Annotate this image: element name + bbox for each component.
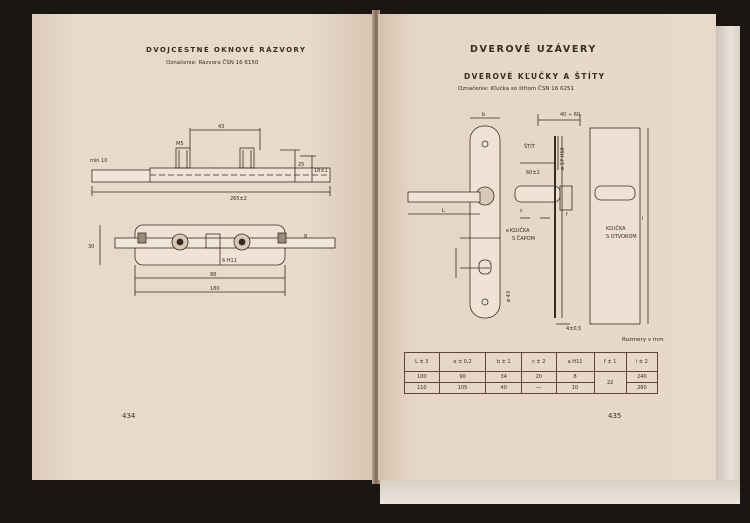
label-klucka-otvorom-2: S OTVOROM	[606, 234, 637, 240]
dim-18: 18±1	[314, 168, 328, 174]
left-page-title: DVOJCESTNÉ OKNOVÉ RÁZVORY	[146, 46, 307, 54]
label-klucka-capom-2: S ČAPOM	[512, 235, 535, 242]
table-cell: 10	[555, 382, 595, 394]
table-cell: —	[520, 382, 557, 394]
dim-43: 43	[218, 124, 224, 130]
right-page-title: DVEROVÉ UZÁVERY	[470, 44, 597, 55]
dim-6h11: 6 H11	[222, 258, 237, 264]
table-cell: 280	[625, 382, 659, 394]
table-cell: 8	[555, 371, 595, 383]
table-cell: 110	[404, 382, 440, 394]
table-cell: 40	[485, 382, 522, 394]
dim-c: c	[520, 208, 523, 214]
label-stit: ŠTÍT	[524, 143, 536, 150]
right-page-designation: Označenie: Kľučka so štítom ČSN 16 6251	[458, 86, 574, 92]
table-header: i ± 2	[625, 352, 659, 372]
right-page	[378, 14, 716, 480]
dim-30: 30	[88, 244, 94, 250]
label-klucka-capom-1: KĽUČKA	[510, 227, 530, 234]
dim-180: 180	[210, 286, 220, 292]
right-page-number: 435	[608, 412, 622, 420]
dim-17h10: ø 17 H10	[560, 147, 566, 170]
table-cell: 240	[625, 371, 659, 383]
left-page-number: 434	[122, 412, 136, 420]
dim-25: 25	[298, 162, 304, 168]
table-cell: 34	[485, 371, 522, 383]
table-header: c ± 2	[520, 352, 557, 372]
dimensions-table: L ± 3 e ± 0,2 b ± 1 c ± 2 a H11 f ± 1 i …	[404, 352, 659, 394]
table-cell: 22	[593, 371, 627, 394]
label-klucka-otvorom-1: KĽUČKA	[606, 225, 626, 232]
dim-min10: min 10	[90, 158, 107, 164]
table-header: L ± 3	[404, 352, 440, 372]
dim-40-60: 40 ÷ 60	[560, 112, 580, 118]
table-header: a H11	[555, 352, 595, 372]
dim-60: 60±2	[526, 170, 540, 176]
table-cell: 90	[438, 371, 487, 383]
book-cover-edge	[716, 26, 740, 504]
right-page-subtitle: DVEROVÉ KĽUČKY A ŠTÍTY	[464, 72, 606, 81]
dim-e: e	[506, 228, 509, 234]
dim-8: 8	[304, 234, 307, 240]
left-page-designation: Označenie: Rázvora ČSN 16 6150	[166, 60, 259, 66]
units-note: Rozmery v mm	[622, 337, 664, 343]
dim-m5: M5	[176, 141, 184, 147]
dim-88: 88	[210, 272, 216, 278]
door-handle-drawing: b 40 ÷ 60 ŠTÍT ø 17 H10 60±2 L c e f i K…	[407, 112, 649, 332]
dim-f: f	[566, 212, 568, 218]
dim-b: b	[482, 112, 485, 118]
dim-i: i	[642, 216, 643, 222]
table-cell: 100	[404, 371, 440, 383]
table-row: 100 90 34 20 8 22 240	[404, 371, 659, 394]
table-header: e ± 0,2	[438, 352, 487, 372]
table-row: 110 105 40 — 10 280	[404, 382, 659, 394]
book-cover-bottom	[380, 480, 740, 504]
table-cell: 20	[520, 371, 557, 383]
dim-l: L	[442, 208, 445, 214]
dim-43: ø 43	[506, 291, 512, 302]
table-cell: 105	[438, 382, 487, 394]
table-header-row: L ± 3 e ± 0,2 b ± 1 c ± 2 a H11 f ± 1 i …	[404, 352, 659, 372]
book-spine	[372, 10, 380, 484]
dim-265: 265±2	[230, 196, 247, 202]
table-header: b ± 1	[485, 352, 522, 372]
dim-4: 4±0,5	[566, 326, 581, 332]
table-header: f ± 1	[593, 352, 627, 372]
window-bolt-drawing: 43 M5 min 10 25 18±1 265±2 30 8 6 H11 88…	[88, 124, 336, 296]
